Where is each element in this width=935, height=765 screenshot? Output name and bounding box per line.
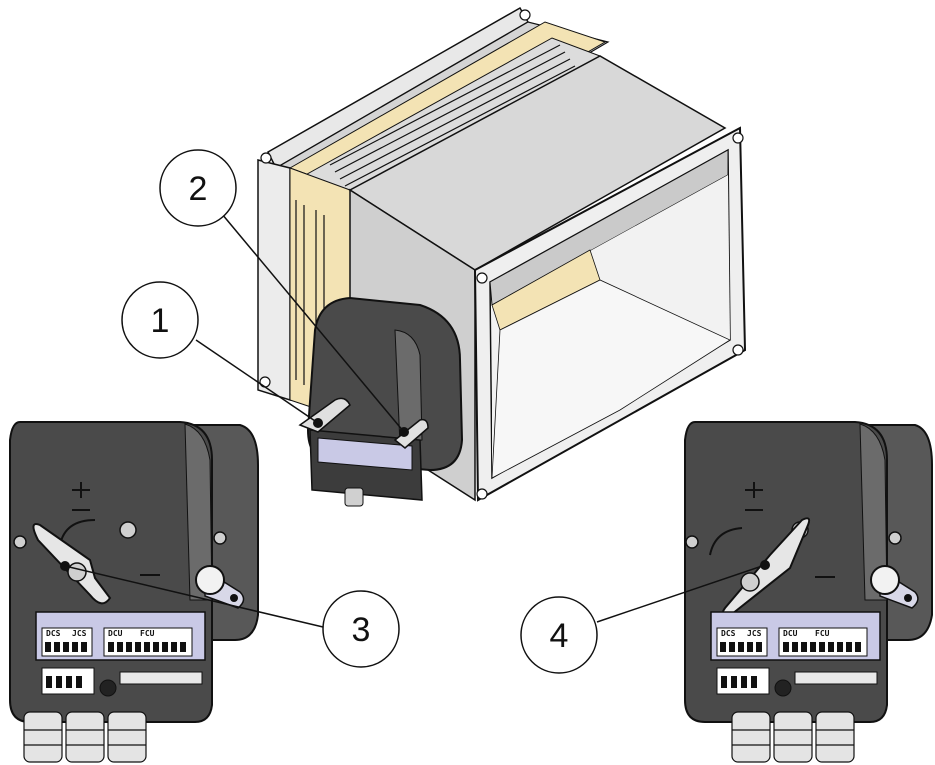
- callout-4: 4: [520, 596, 598, 674]
- cable-glands-left: [23, 711, 147, 763]
- label-dcu: DCU: [108, 629, 123, 638]
- manual-lever-left: [32, 523, 112, 605]
- actuator-detail-left: DCS JCS DCU FCU: [9, 421, 259, 763]
- actuator-mounted: [298, 296, 464, 507]
- callout-4-label: 4: [550, 617, 569, 655]
- label-dcs: DCS: [46, 629, 61, 638]
- actuator-detail-right: DCS JCS DCU FCU: [684, 421, 933, 763]
- callout-3: 3: [322, 590, 400, 668]
- intumescent-slots-top: [329, 44, 576, 187]
- cable-glands-right: [731, 711, 855, 763]
- reset-knob-right: [870, 565, 919, 609]
- flange-bolts: [259, 9, 744, 500]
- label-fcu: FCU: [140, 629, 155, 638]
- callout-1-label: 1: [151, 302, 170, 340]
- label-dcs-right: DCS: [721, 629, 736, 638]
- label-dcu-right: DCU: [783, 629, 798, 638]
- callout-2: 2: [159, 149, 237, 227]
- label-jcs-right: JCS: [747, 629, 762, 638]
- terminal-labels-right: DCS JCS DCU FCU: [721, 629, 830, 638]
- leader-lines: [64, 213, 766, 628]
- callout-1: 1: [121, 281, 199, 359]
- reset-knob-left: [195, 565, 245, 609]
- label-fcu-right: FCU: [815, 629, 830, 638]
- callout-2-label: 2: [189, 170, 208, 208]
- terminal-labels-left: DCS JCS DCU FCU: [46, 629, 155, 638]
- label-jcs: JCS: [72, 629, 87, 638]
- callout-3-label: 3: [352, 611, 371, 649]
